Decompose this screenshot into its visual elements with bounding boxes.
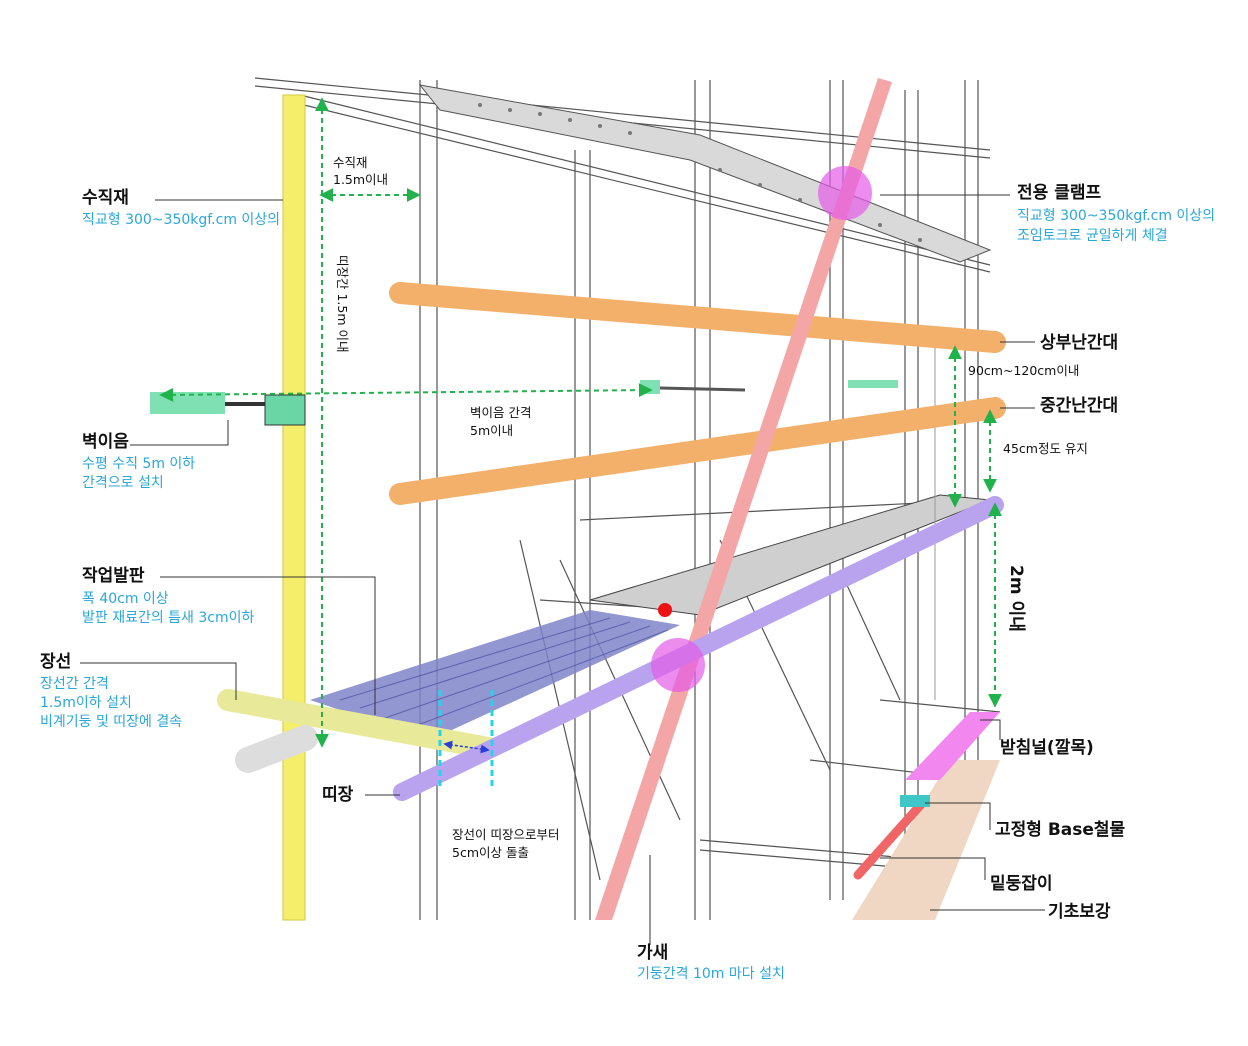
standard-spacing-line1: 수직재 — [333, 155, 368, 170]
overhang-line2: 5cm이상 돌출 — [452, 845, 529, 860]
sole-plate-title: 받침널(깔목) — [1000, 738, 1094, 758]
standard-pipe — [282, 94, 306, 921]
background-frame — [254, 77, 1001, 920]
wall-tie-spacing-line1: 벽이음 간격 — [470, 405, 532, 420]
transom-spacing-label: 띠장간 1.5m 이내 — [335, 255, 350, 353]
wall-tie-clamp — [264, 394, 306, 426]
platform-sub2: 발판 재료간의 틈새 3cm이하 — [82, 610, 255, 626]
base-tie — [853, 795, 930, 880]
mid-rail-title: 중간난간대 — [1040, 396, 1119, 416]
dimension-lines — [159, 97, 1002, 748]
ledger-sub2: 1.5m이하 설치 — [40, 695, 132, 711]
standard-spacing-line2: 1.5m이내 — [333, 172, 389, 187]
work-platform-grid — [339, 617, 669, 729]
top-platform-holes — [478, 103, 922, 242]
wall-tie-right-1-rod — [659, 386, 746, 392]
wall-tie-sub1: 수평 수직 5m 이하 — [82, 456, 196, 472]
standard-sub: 직교형 300~350kgf.cm 이상의 — [82, 212, 281, 228]
wall-tie-right-1 — [640, 380, 660, 394]
mid-rail-gap-label: 45cm정도 유지 — [1003, 441, 1088, 456]
diagonal-brace — [595, 78, 892, 920]
work-platform — [310, 610, 680, 740]
clamp-title: 전용 클램프 — [1017, 183, 1102, 203]
ledger-title: 장선 — [40, 652, 72, 672]
base-plate — [900, 795, 930, 807]
base-plank — [905, 712, 1000, 780]
wall-tie-sub2: 간격으로 설치 — [82, 475, 164, 491]
standard-title: 수직재 — [82, 188, 129, 208]
leader-lines — [80, 194, 1045, 945]
ledger-sub1: 장선간 간격 — [40, 676, 109, 692]
clamp-sub2: 조임토크로 균일하게 체결 — [1017, 228, 1168, 244]
wall-tie-right-2 — [848, 380, 898, 388]
clamp-highlight-top — [818, 166, 872, 220]
overhang-line1: 장선이 띠장으로부터 — [452, 827, 560, 842]
platform-title: 작업발판 — [82, 566, 145, 586]
ledger-sub3: 비계기둥 및 띠장에 결속 — [40, 714, 183, 730]
clamp-highlight-bottom — [651, 638, 705, 692]
clamp-sub1: 직교형 300~350kgf.cm 이상의 — [1017, 208, 1216, 224]
transom-title: 띠장 — [322, 785, 354, 805]
wall-tie-spacing-line2: 5m이내 — [470, 423, 514, 438]
base-ledger-pipe — [235, 725, 318, 773]
platform-sub1: 폭 40cm 이상 — [82, 591, 169, 607]
foundation-strip — [852, 760, 1000, 920]
brace-title: 가새 — [637, 943, 669, 963]
top-rail-title: 상부난간대 — [1040, 333, 1119, 353]
lift-height-label: 2m 이내 — [1006, 565, 1026, 632]
red-marker — [658, 603, 672, 617]
base-plate-title: 고정형 Base철물 — [995, 820, 1126, 840]
brace-sub: 기둥간격 10m 마다 설치 — [637, 966, 785, 982]
wall-tie-title: 벽이음 — [82, 432, 129, 452]
wall-tie-left — [150, 392, 225, 414]
rail-height-label: 90cm~120cm이내 — [968, 363, 1080, 378]
mid-guardrail — [389, 397, 1006, 505]
ledger-pipe — [217, 689, 499, 759]
foundation-title: 기초보강 — [1048, 902, 1111, 922]
top-guardrail — [389, 282, 1006, 353]
overhang-markers — [438, 690, 494, 790]
base-tie-title: 밑둥잡이 — [990, 874, 1053, 894]
